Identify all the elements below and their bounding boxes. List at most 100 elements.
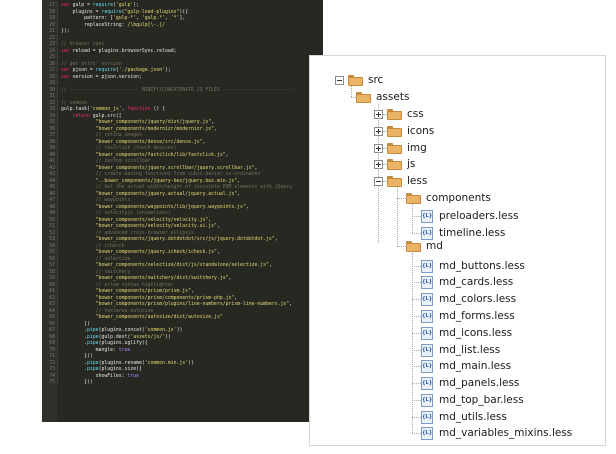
code-line: 65│ "bower_components/autosize/dist/auto… xyxy=(42,315,323,322)
code-line: 61│ "bower_components/prism/prism.js", xyxy=(42,289,323,296)
code-text: // fastclick (touch devices) xyxy=(61,146,177,153)
code-editor[interactable]: 17│var gulp = require('gulp');18│ plugin… xyxy=(42,0,323,422)
code-line: 54│ // ichecck xyxy=(42,244,323,251)
fold-marker-icon: │ xyxy=(56,120,59,125)
code-token: // textarea-autosize xyxy=(61,308,154,314)
collapse-icon[interactable] xyxy=(335,75,344,85)
code-line: 62│ "bower_components/prism/components/p… xyxy=(42,296,323,303)
code-token: . xyxy=(61,341,87,346)
code-line: 28│var version = pjson.version; xyxy=(42,75,323,82)
code-line: 38│ "bower_components/dense/src/dense.js… xyxy=(42,140,323,147)
code-text: "bower_components/jquery.scrollbar/jquer… xyxy=(61,166,258,173)
expand-icon[interactable] xyxy=(374,109,383,119)
code-token: showFiles: xyxy=(61,373,128,379)
fold-marker-icon: │ xyxy=(56,74,59,80)
code-token: pipe xyxy=(87,360,99,366)
code-line: 60│ // prism syntax highlighter xyxy=(42,283,323,290)
code-token: , xyxy=(237,191,241,197)
fold-marker-icon: │ xyxy=(56,204,59,210)
less-file-icon xyxy=(421,343,433,357)
code-text: var gulp = require('gulp'); xyxy=(61,3,139,10)
less-file-icon xyxy=(421,275,433,289)
fold-marker-icon: │ xyxy=(56,295,59,301)
code-token: // create easing functions from cubic-be… xyxy=(61,172,261,177)
code-line: 39│ // fastclick (touch devices) xyxy=(42,146,323,153)
code-line: 20│ replaceString: /\bgulp[\-.]/ xyxy=(42,23,323,30)
tree-item-file[interactable]: md_buttons.less xyxy=(421,258,525,274)
line-number: 60 xyxy=(49,282,55,288)
tree-line xyxy=(412,400,421,401)
tree-item-file[interactable]: md_cards.less xyxy=(421,274,513,290)
code-token: (plugins.rename( xyxy=(98,360,145,366)
line-number: 39 xyxy=(49,146,55,151)
tree-item-md[interactable]: md xyxy=(406,238,443,254)
tree-item-img[interactable]: img xyxy=(374,140,427,156)
code-token: , xyxy=(289,302,293,307)
code-token: var xyxy=(61,3,73,8)
tree-item-file[interactable]: md_main.less xyxy=(421,358,511,374)
tree-item-icons[interactable]: icons xyxy=(374,123,434,139)
expand-icon[interactable] xyxy=(374,126,383,136)
line-number-gutter xyxy=(42,0,57,422)
line-number: 68 xyxy=(49,334,55,340)
line-number: 20 xyxy=(49,22,55,28)
code-token: })) xyxy=(61,354,93,359)
less-file-icon xyxy=(421,292,433,306)
tree-item-file[interactable]: md_panels.less xyxy=(421,375,519,391)
code-token: require xyxy=(95,68,116,73)
tree-item-file[interactable]: md_list.less xyxy=(421,342,500,358)
tree-item-src[interactable]: src xyxy=(335,72,383,88)
line-number: 57 xyxy=(49,263,55,268)
tree-item-components[interactable]: components xyxy=(406,190,491,206)
tree-item-file[interactable]: md_forms.less xyxy=(421,308,515,324)
code-token: , xyxy=(208,217,212,223)
tree-item-less[interactable]: less xyxy=(374,173,427,189)
code-token: replaceString: xyxy=(61,22,128,28)
tree-item-js[interactable]: js xyxy=(374,156,415,172)
tree-item-label: timeline.less xyxy=(439,227,506,239)
collapse-icon[interactable] xyxy=(374,176,383,186)
code-token: "bower_components/switchery/dist/switche… xyxy=(61,276,229,281)
expand-icon[interactable] xyxy=(374,159,383,169)
fold-marker-icon: │ xyxy=(56,256,59,262)
line-number: 67 xyxy=(49,328,55,333)
tree-item-file[interactable]: md_colors.less xyxy=(421,291,516,307)
tree-item-css[interactable]: css xyxy=(374,106,424,122)
tree-item-file[interactable]: preloaders.less xyxy=(421,208,519,224)
code-text: // selectize xyxy=(61,257,131,264)
tree-item-file[interactable]: md_top_bar.less xyxy=(421,392,524,408)
code-token: })) xyxy=(61,380,93,385)
code-token: ); xyxy=(165,68,171,73)
line-number: 63 xyxy=(49,302,55,307)
code-line: 40│ "bower_components/fastclick/lib/fast… xyxy=(42,153,323,160)
line-number: 75 xyxy=(49,380,55,385)
less-file-icon xyxy=(421,226,433,240)
code-line: 71│ })) xyxy=(42,354,323,361)
code-text: // waypoints xyxy=(61,198,131,205)
tree-item-file[interactable]: md_utils.less xyxy=(421,409,507,425)
line-number: 70 xyxy=(49,347,55,353)
tree-item-file[interactable]: timeline.less xyxy=(421,225,505,241)
tree-item-assets[interactable]: assets xyxy=(356,89,409,105)
code-line: 22│ xyxy=(42,36,323,43)
tree-item-label: md_cards.less xyxy=(439,276,514,288)
tree-line xyxy=(397,187,398,246)
code-token: . xyxy=(61,334,87,340)
code-token xyxy=(61,114,73,119)
tree-item-file[interactable]: md_icons.less xyxy=(421,325,512,341)
code-token: , xyxy=(268,263,272,268)
expand-icon[interactable] xyxy=(374,143,383,153)
code-token: reload = plugins.browserSync.reload; xyxy=(72,48,177,54)
code-line: 18│ plugins = require("gulp-load-plugins… xyxy=(42,10,323,17)
fold-marker-icon: │ xyxy=(56,360,59,366)
code-token: }); xyxy=(61,29,70,34)
code-line: 32│// common xyxy=(42,101,323,108)
code-line: 19│ pattern: ['gulp-*', 'gulp.*', '*'], xyxy=(42,16,323,23)
code-text: "..bower_components/jquery-bez/jquery.be… xyxy=(61,179,240,186)
code-token: var xyxy=(61,48,73,54)
tree-item-label: md_panels.less xyxy=(439,377,520,389)
file-tree-panel[interactable]: src assets css icons img js less compone… xyxy=(309,55,606,446)
code-line: 75│ })) xyxy=(42,380,323,387)
tree-item-file[interactable]: md_variables_mixins.less xyxy=(421,425,572,441)
line-number: 59 xyxy=(49,276,55,281)
